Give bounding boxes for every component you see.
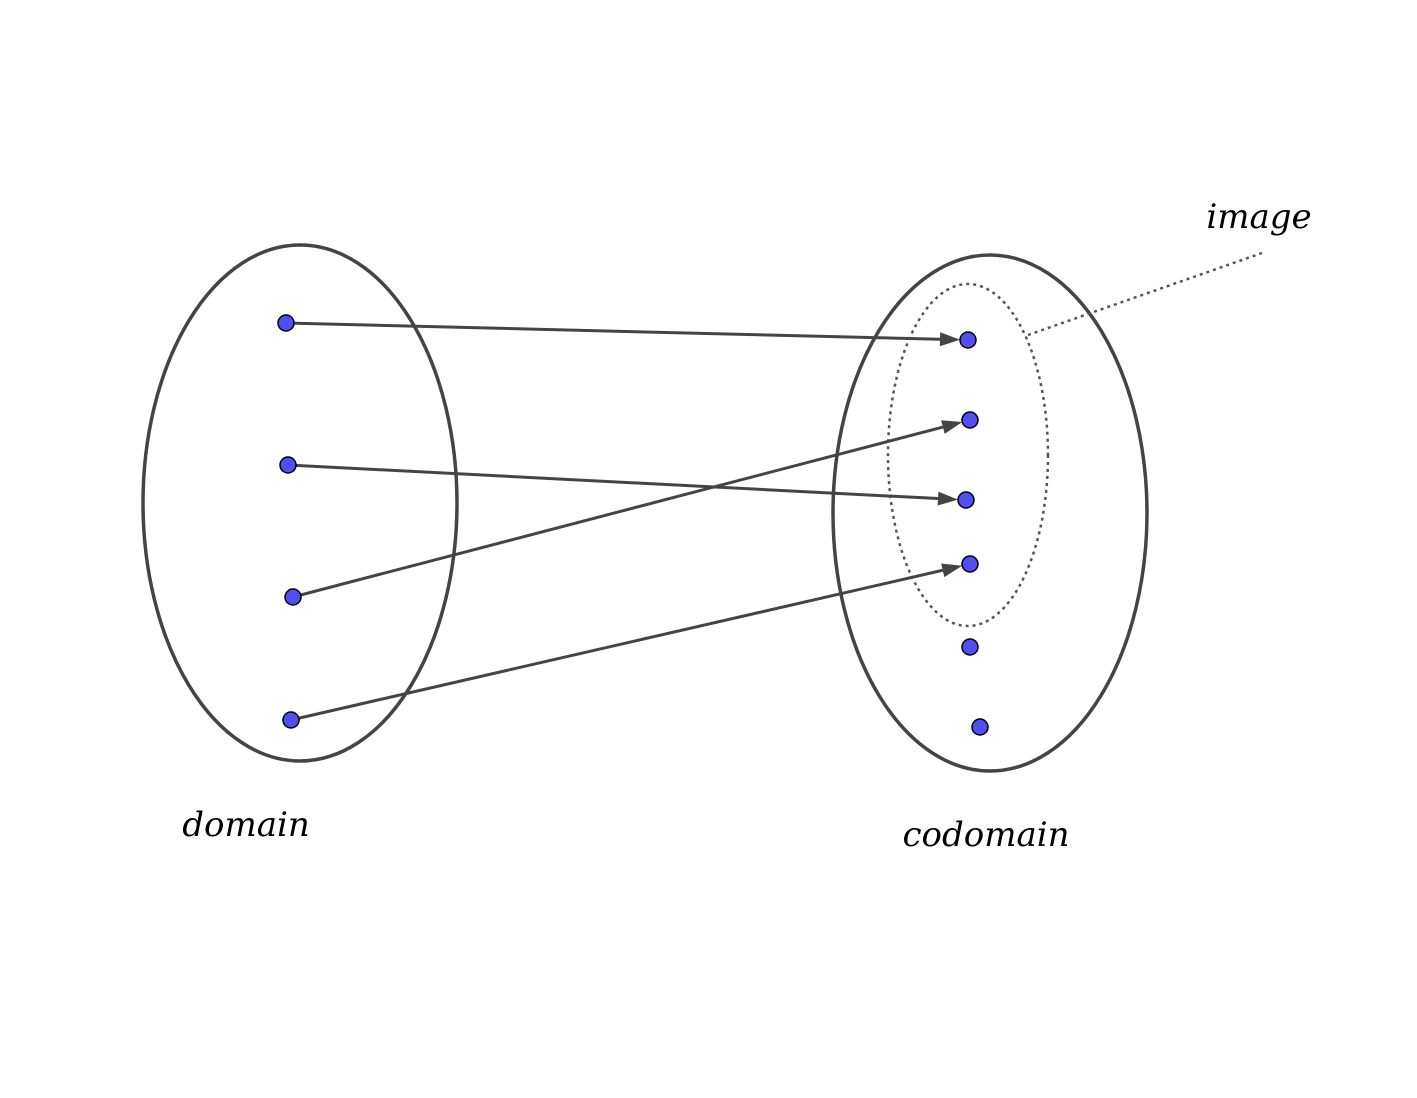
mapping-arrows bbox=[285, 321, 963, 722]
set-points bbox=[277, 314, 989, 736]
codomain-point-c1 bbox=[959, 331, 977, 349]
arrow-shaft bbox=[290, 568, 944, 722]
image-subset-ellipse bbox=[886, 282, 1050, 628]
domain-label: domain bbox=[182, 805, 310, 845]
mapping-arrow-d1-c1 bbox=[285, 321, 961, 347]
image-label: image bbox=[1206, 197, 1311, 237]
arrow-shaft bbox=[287, 463, 939, 501]
codomain-point-c2 bbox=[961, 411, 979, 429]
domain-point-d3 bbox=[284, 588, 302, 606]
codomain-point-c6 bbox=[971, 718, 989, 736]
domain-set-ellipse bbox=[141, 243, 459, 763]
image-leader-line bbox=[1027, 251, 1263, 337]
codomain-label: codomain bbox=[902, 815, 1069, 855]
arrow-head bbox=[941, 563, 963, 578]
arrow-head bbox=[939, 332, 961, 347]
arrow-shaft bbox=[292, 425, 944, 599]
arrow-head bbox=[941, 420, 963, 434]
arrow-head bbox=[937, 491, 959, 506]
domain-point-d2 bbox=[279, 456, 297, 474]
mapping-arrow-d4-c4 bbox=[290, 563, 963, 722]
codomain-point-c3 bbox=[957, 491, 975, 509]
arrow-shaft bbox=[285, 321, 941, 341]
codomain-set-ellipse bbox=[831, 253, 1149, 773]
mapping-arrow-d2-c3 bbox=[287, 463, 959, 506]
codomain-point-c5 bbox=[961, 638, 979, 656]
domain-point-d4 bbox=[282, 711, 300, 729]
domain-point-d1 bbox=[277, 314, 295, 332]
mapping-arrow-d3-c2 bbox=[292, 420, 963, 599]
codomain-point-c4 bbox=[961, 555, 979, 573]
